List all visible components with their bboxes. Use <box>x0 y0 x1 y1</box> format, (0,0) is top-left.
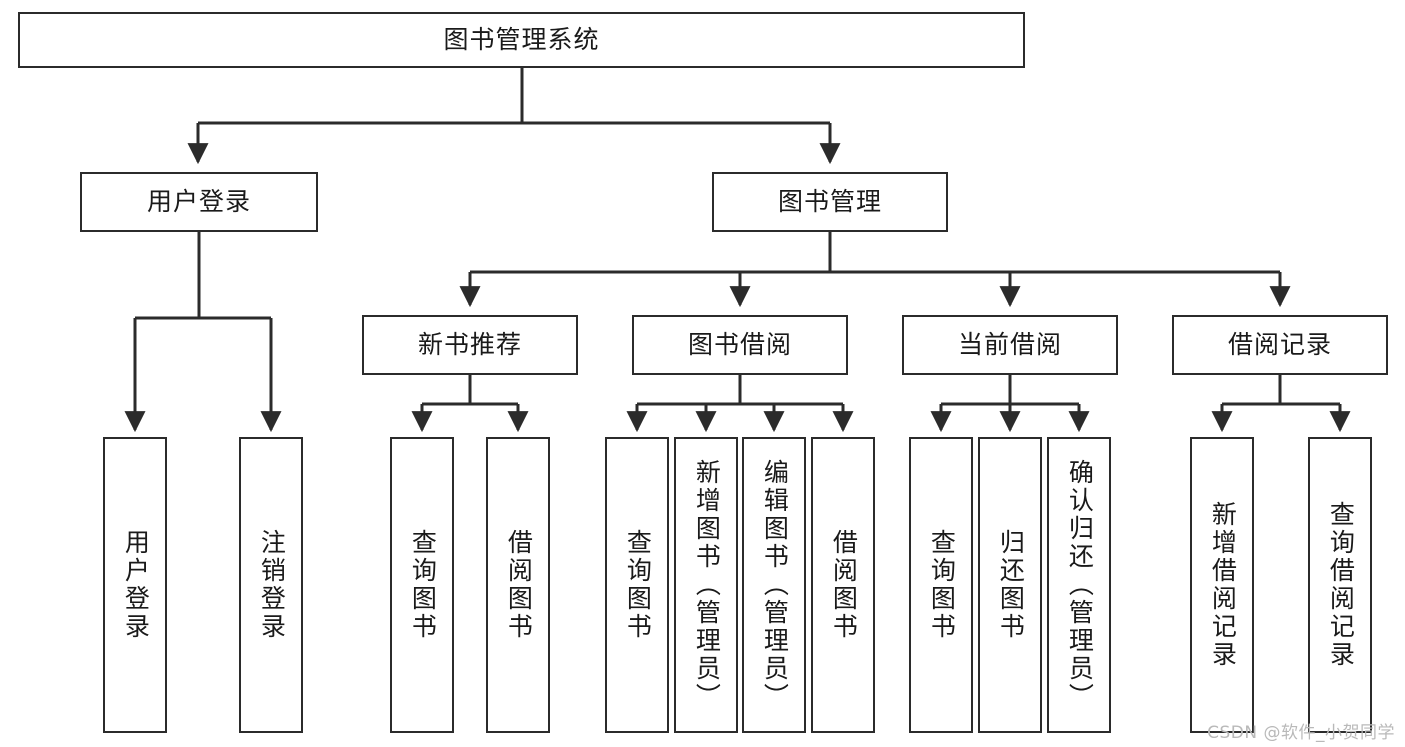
node-user-login-label: 用户登录 <box>146 187 251 217</box>
node-leaf-query-book-3-label: 查询图书 <box>927 529 957 641</box>
node-leaf-return-book-label: 归还图书 <box>996 529 1026 641</box>
node-leaf-add-record-label: 新增借阅记录 <box>1208 501 1238 669</box>
node-leaf-logout[interactable]: 注销登录 <box>239 437 303 733</box>
node-book-borrow-label: 图书借阅 <box>687 330 792 360</box>
node-leaf-query-book-2-label: 查询图书 <box>623 529 653 641</box>
node-leaf-query-record[interactable]: 查询借阅记录 <box>1308 437 1372 733</box>
node-current-borrow[interactable]: 当前借阅 <box>902 315 1118 375</box>
node-leaf-borrow-book-2[interactable]: 借阅图书 <box>811 437 875 733</box>
node-leaf-user-login[interactable]: 用户登录 <box>103 437 167 733</box>
node-leaf-edit-book-label: 编辑图书（管理员） <box>760 459 790 711</box>
node-leaf-confirm-return[interactable]: 确认归还（管理员） <box>1047 437 1111 733</box>
node-new-book-rec[interactable]: 新书推荐 <box>362 315 578 375</box>
node-leaf-add-record[interactable]: 新增借阅记录 <box>1190 437 1254 733</box>
node-leaf-user-login-label: 用户登录 <box>121 529 151 641</box>
node-leaf-add-book[interactable]: 新增图书（管理员） <box>674 437 738 733</box>
node-leaf-borrow-book-1[interactable]: 借阅图书 <box>486 437 550 733</box>
node-leaf-query-record-label: 查询借阅记录 <box>1326 501 1356 669</box>
node-root[interactable]: 图书管理系统 <box>18 12 1025 68</box>
node-leaf-confirm-return-label: 确认归还（管理员） <box>1065 459 1095 711</box>
node-current-borrow-label: 当前借阅 <box>957 330 1062 360</box>
node-leaf-logout-label: 注销登录 <box>257 529 287 641</box>
node-leaf-borrow-book-2-label: 借阅图书 <box>829 529 859 641</box>
node-borrow-record-label: 借阅记录 <box>1227 330 1332 360</box>
node-leaf-query-book-3[interactable]: 查询图书 <box>909 437 973 733</box>
node-leaf-query-book-1[interactable]: 查询图书 <box>390 437 454 733</box>
node-leaf-edit-book[interactable]: 编辑图书（管理员） <box>742 437 806 733</box>
node-leaf-return-book[interactable]: 归还图书 <box>978 437 1042 733</box>
node-user-login[interactable]: 用户登录 <box>80 172 318 232</box>
node-book-manage-label: 图书管理 <box>777 187 882 217</box>
node-leaf-add-book-label: 新增图书（管理员） <box>692 459 722 711</box>
node-leaf-query-book-1-label: 查询图书 <box>408 529 438 641</box>
node-leaf-query-book-2[interactable]: 查询图书 <box>605 437 669 733</box>
node-book-borrow[interactable]: 图书借阅 <box>632 315 848 375</box>
node-book-manage[interactable]: 图书管理 <box>712 172 948 232</box>
csdn-watermark: CSDN @软件_小贺同学 <box>1207 723 1395 743</box>
node-leaf-borrow-book-1-label: 借阅图书 <box>504 529 534 641</box>
node-borrow-record[interactable]: 借阅记录 <box>1172 315 1388 375</box>
node-root-label: 图书管理系统 <box>443 25 600 55</box>
node-new-book-rec-label: 新书推荐 <box>417 330 522 360</box>
